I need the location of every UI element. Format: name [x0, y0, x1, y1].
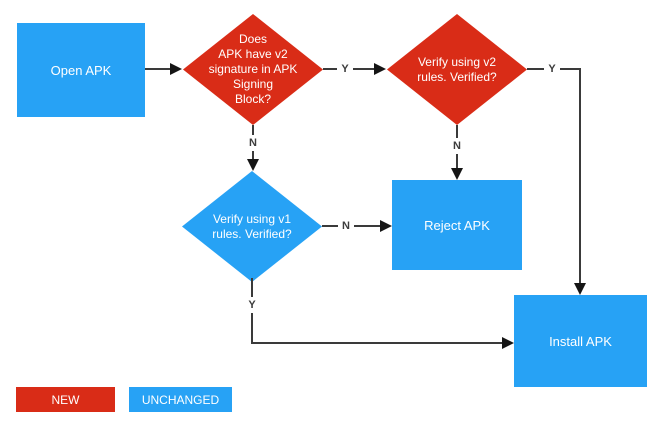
arrowhead-right-icon — [170, 63, 182, 75]
arrowhead-right-icon — [380, 220, 392, 232]
edge-label-n-verifyv2-reject: N — [449, 138, 465, 154]
decision-verify-v1-rules-label: Verify using v1 rules. Verified? — [212, 211, 292, 241]
node-reject-apk-label: Reject APK — [424, 217, 490, 233]
connector-open-to-hasv2 — [145, 68, 177, 70]
decision-verify-v2-rules-label: Verify using v2 rules. Verified? — [417, 54, 497, 84]
arrowhead-down-icon — [247, 159, 259, 171]
connector-corner-to-install — [579, 68, 581, 284]
connector-corner-to-install-left — [251, 342, 503, 344]
arrowhead-down-icon — [451, 168, 463, 180]
decision-has-v2-signature-label: Does APK have v2 signature in APK Signin… — [208, 32, 298, 106]
edge-label-n-verifyv1-reject: N — [338, 218, 354, 234]
arrowhead-right-icon — [502, 337, 514, 349]
edge-label-n-hasv2-verifyv1: N — [245, 135, 261, 151]
arrowhead-right-icon — [374, 63, 386, 75]
decision-has-v2-signature: Does APK have v2 signature in APK Signin… — [183, 14, 323, 125]
node-reject-apk: Reject APK — [392, 180, 522, 270]
node-install-apk: Install APK — [514, 295, 647, 387]
decision-verify-v1-rules: Verify using v1 rules. Verified? — [182, 171, 322, 282]
edge-label-y-verifyv2-install: Y — [544, 61, 560, 77]
legend-unchanged-label: UNCHANGED — [141, 392, 220, 407]
legend-swatch-new: NEW — [16, 387, 115, 412]
decision-verify-v2-rules: Verify using v2 rules. Verified? — [387, 14, 527, 125]
node-open-apk: Open APK — [17, 23, 145, 117]
edge-label-y-verifyv1-install: Y — [244, 297, 260, 313]
node-open-apk-label: Open APK — [50, 62, 112, 78]
node-install-apk-label: Install APK — [549, 333, 612, 349]
legend-new-label: NEW — [51, 392, 80, 407]
arrowhead-down-icon — [574, 283, 586, 295]
legend-swatch-unchanged: UNCHANGED — [129, 387, 232, 412]
edge-label-y-hasv2-verifyv2: Y — [337, 61, 353, 77]
